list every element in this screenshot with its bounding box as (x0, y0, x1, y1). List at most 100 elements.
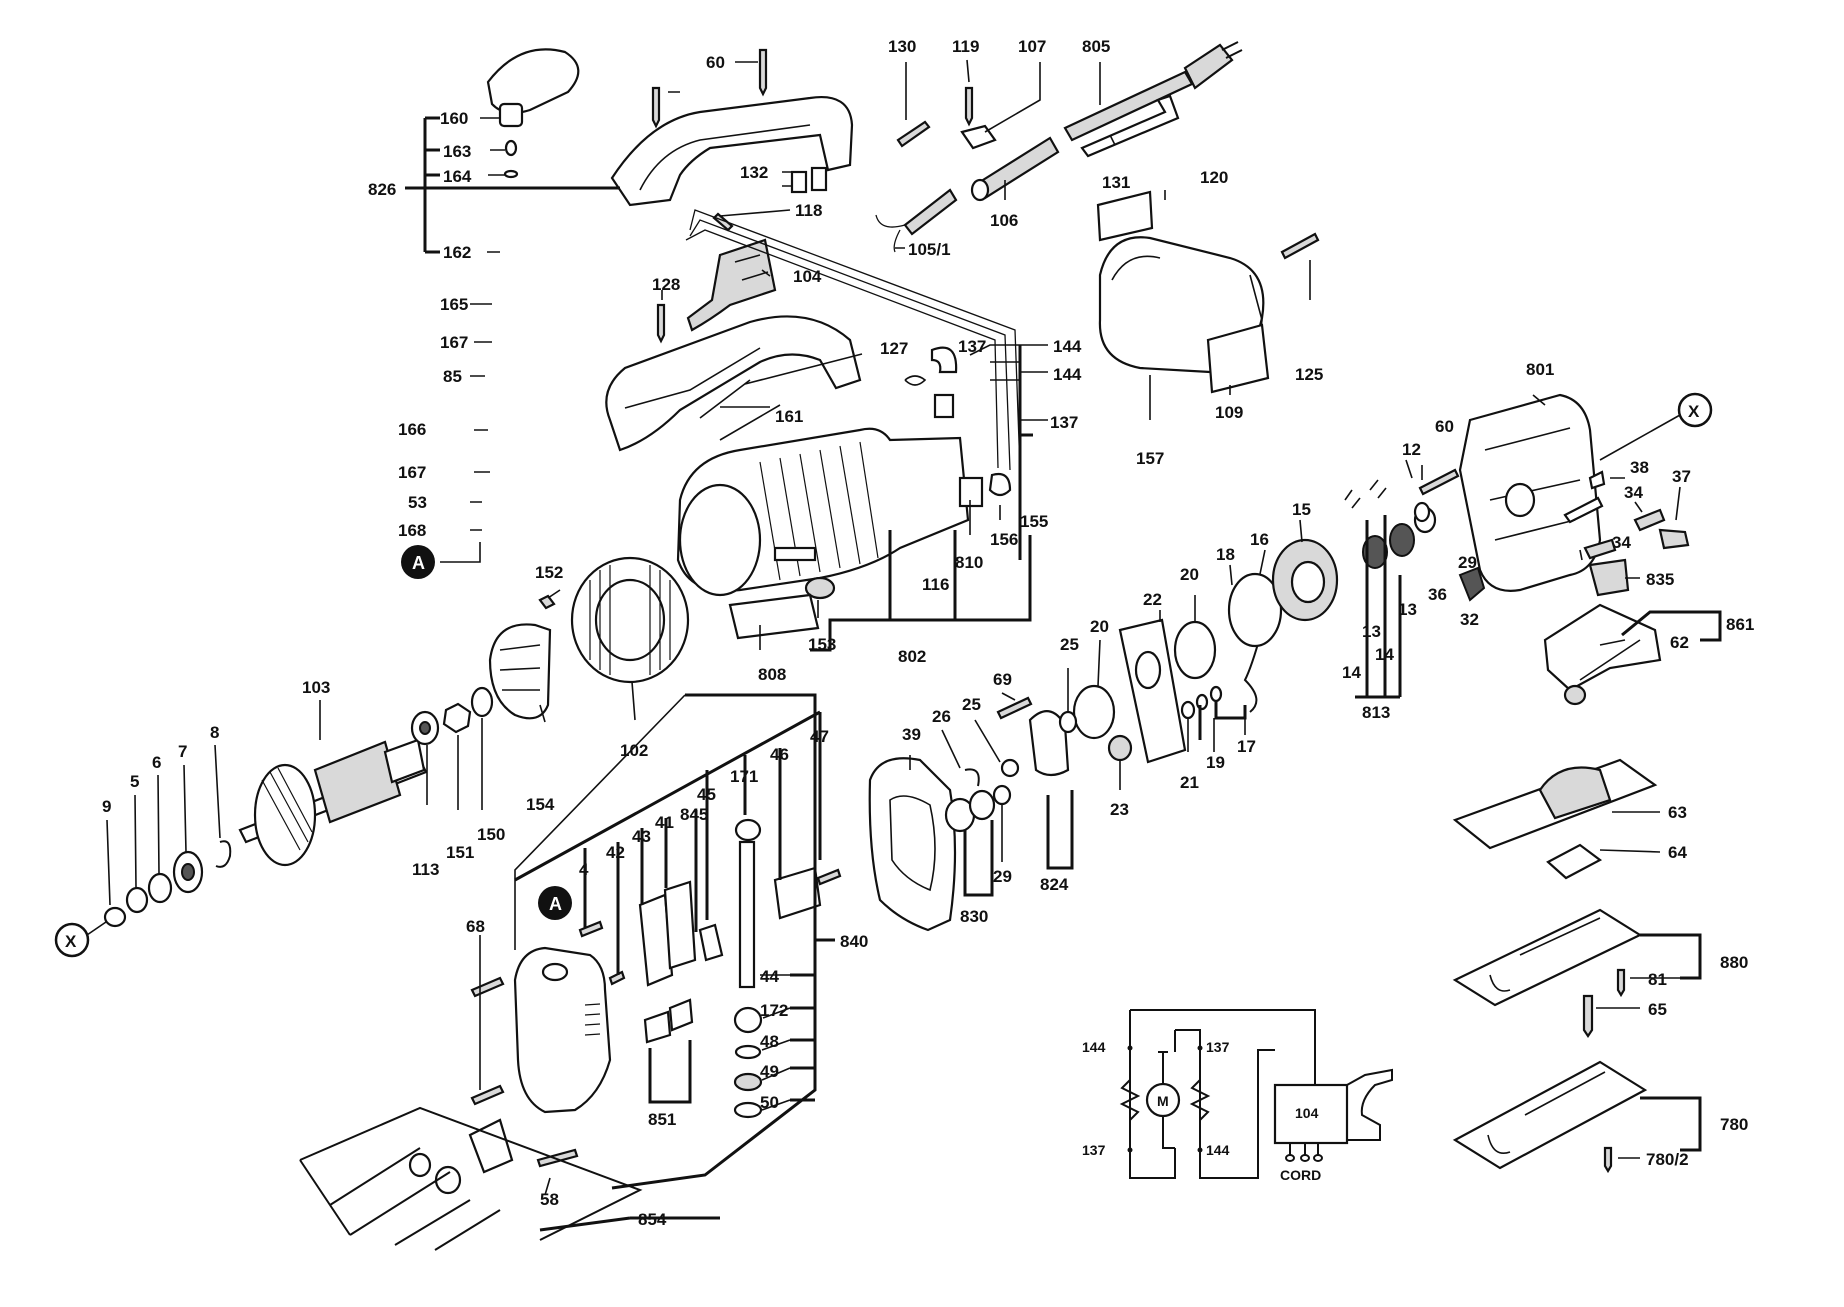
label-107: 107 (1018, 37, 1046, 56)
label-801: 801 (1526, 360, 1554, 379)
lever-835 (1588, 558, 1630, 597)
wires-105 (875, 214, 906, 253)
schematic-label-104: 104 (1295, 1105, 1319, 1121)
label-166: 166 (398, 420, 426, 439)
screw-69 (996, 696, 1033, 720)
label-137-a: 137 (958, 337, 986, 356)
spring-137 (930, 346, 958, 374)
plate-22 (1118, 618, 1187, 764)
schematic-label-137-left: 137 (1082, 1142, 1106, 1158)
wire-harness (685, 209, 1021, 471)
washer-5 (125, 886, 149, 914)
bearing-113-in (419, 721, 431, 735)
schematic-wires (1129, 1009, 1316, 1179)
screw-47 (816, 868, 842, 886)
slot-153 (773, 546, 817, 562)
knob-stem-160 (498, 102, 524, 128)
switch-trigger (1346, 1068, 1393, 1141)
plug-153 (804, 576, 836, 600)
gear-housing-hole (1504, 482, 1536, 518)
label-104: 104 (793, 267, 822, 286)
ring-20a (1173, 620, 1217, 680)
label-23: 23 (1110, 800, 1129, 819)
label-20-b: 20 (1090, 617, 1109, 636)
label-48: 48 (760, 1032, 779, 1051)
clip-845 (698, 923, 724, 962)
pin-4 (578, 920, 604, 938)
label-125: 125 (1295, 365, 1323, 384)
label-171: 171 (730, 767, 758, 786)
shoe-63-top (1538, 766, 1612, 820)
roller-830b (968, 789, 996, 821)
label-50: 50 (760, 1093, 779, 1112)
label-151: 151 (446, 843, 474, 862)
label-44: 44 (760, 967, 779, 986)
label-13-b: 13 (1398, 600, 1417, 619)
label-120 (1096, 190, 1154, 242)
screw-130 (896, 120, 931, 148)
label-113: 113 (412, 860, 439, 879)
label-128: 128 (652, 275, 680, 294)
reference-markers: A A X X (54, 392, 1713, 958)
leader-lines (86, 59, 1722, 1251)
bearing-49 (733, 1072, 763, 1092)
baseplate-780 (1452, 1060, 1648, 1170)
label-165: 165 (440, 295, 468, 314)
bracket-43 (638, 893, 674, 987)
pad-851a (643, 1010, 672, 1044)
schematic-motor-letter: M (1157, 1093, 1169, 1109)
label-144-b: 144 (1053, 365, 1082, 384)
bush-23 (1107, 734, 1133, 762)
label-32: 32 (1460, 610, 1479, 629)
label-826: 826 (368, 180, 396, 199)
armature-fan-blades (261, 767, 313, 851)
washer-25b (1058, 710, 1078, 734)
label-150: 150 (477, 825, 505, 844)
knob-32 (1458, 566, 1486, 602)
baseplate-780-slot (1487, 1071, 1606, 1154)
screw-60-top (758, 48, 768, 97)
label-22: 22 (1143, 590, 1162, 609)
clip-156 (988, 472, 1012, 497)
clip-38 (1588, 470, 1606, 490)
label-813: 813 (1362, 703, 1390, 722)
label-4: 4 (579, 860, 589, 879)
bracket-826 (405, 116, 620, 254)
armature-comm (383, 738, 426, 784)
marker-a-bottom-text: A (549, 894, 562, 914)
label-5: 5 (130, 772, 139, 791)
plug-805 (1183, 43, 1234, 90)
label-81: 81 (1648, 970, 1667, 989)
label-14-a: 14 (1342, 663, 1361, 682)
screw-125 (1280, 232, 1320, 260)
label-131: 131 (1102, 173, 1130, 192)
label-118: 118 (795, 201, 822, 220)
label-34-b: 34 (1612, 533, 1631, 552)
label-840: 840 (840, 932, 868, 951)
washer-21 (1180, 700, 1196, 720)
motor-housing-ribs (759, 441, 879, 581)
marker-x-left (54, 922, 90, 958)
housing-840 (513, 946, 612, 1114)
label-34-a: 34 (1624, 483, 1643, 502)
guide-46 (773, 866, 822, 920)
label-116: 116 (922, 575, 949, 594)
label-65: 65 (1648, 1000, 1667, 1019)
label-780-2: 780/2 (1646, 1150, 1689, 1169)
label-38: 38 (1630, 458, 1649, 477)
label-164: 164 (443, 167, 472, 186)
handle-top-inner (639, 124, 811, 191)
label-42: 42 (606, 843, 625, 862)
schematic-label-144-left: 144 (1082, 1039, 1106, 1055)
resistor-right (1189, 1079, 1211, 1121)
label-163: 163 (443, 142, 471, 161)
label-19: 19 (1206, 753, 1225, 772)
ring-164 (503, 169, 519, 179)
baseplate-880 (1452, 908, 1643, 1007)
roller-854a (408, 1152, 432, 1178)
clip-26 (964, 768, 980, 787)
screw-60-right (1418, 468, 1460, 496)
label-29-b: 29 (993, 867, 1012, 886)
label-824: 824 (1040, 875, 1069, 894)
baffle-154 (488, 623, 552, 720)
